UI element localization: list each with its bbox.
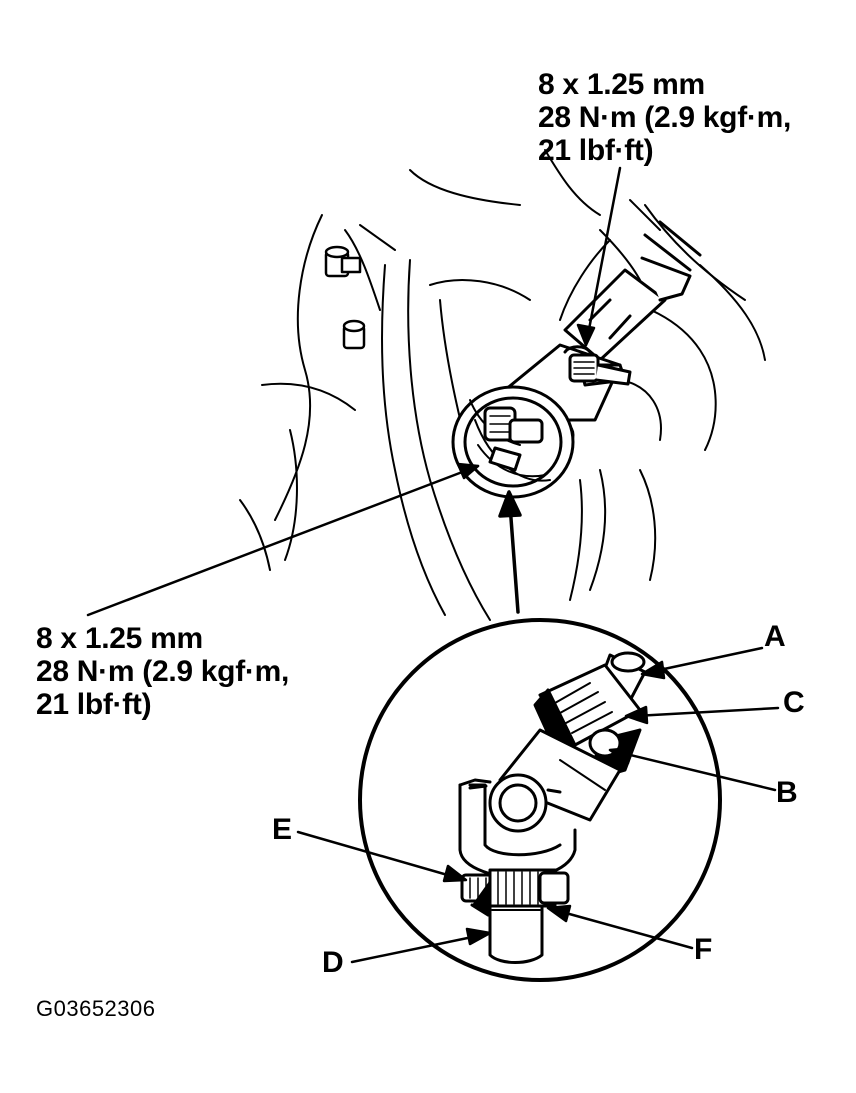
detail-clamp-bolt — [460, 868, 570, 917]
detail-view — [358, 618, 722, 982]
top-torque-spec: 8 x 1.25 mm 28 N·m (2.9 kgf·m, 21 lbf·ft… — [538, 68, 791, 167]
left-torque-spec: 8 x 1.25 mm 28 N·m (2.9 kgf·m, 21 lbf·ft… — [36, 622, 289, 721]
callout-e: E — [272, 813, 293, 846]
detail-shaft-d — [488, 904, 544, 964]
figure-id: G03652306 — [36, 996, 156, 1021]
left-spec-line1: 8 x 1.25 mm — [36, 622, 203, 655]
mount-studs — [324, 245, 366, 350]
detail-yoke — [498, 688, 642, 822]
left-spec-line2: 28 N·m (2.9 kgf·m, — [36, 655, 289, 688]
detail-arrow — [498, 490, 522, 614]
left-spec-line3: 21 lbf·ft) — [36, 688, 152, 721]
chassis-outline — [239, 149, 766, 621]
top-spec-line1: 8 x 1.25 mm — [538, 68, 705, 101]
callout-c: C — [783, 686, 805, 719]
callout-d: D — [322, 946, 344, 979]
leader-left-spec — [86, 462, 480, 617]
top-spec-line2: 28 N·m (2.9 kgf·m, — [538, 101, 791, 134]
top-spec-line3: 21 lbf·ft) — [538, 134, 654, 167]
upper-clamp-bolt — [568, 353, 632, 386]
callout-f: F — [694, 933, 713, 966]
callout-leaders — [296, 646, 780, 964]
callout-a: A — [764, 620, 786, 653]
detail-cross — [468, 773, 562, 833]
callout-b: B — [776, 776, 798, 809]
leader-top-spec — [576, 166, 622, 347]
lower-clamp-bolt — [483, 406, 544, 472]
